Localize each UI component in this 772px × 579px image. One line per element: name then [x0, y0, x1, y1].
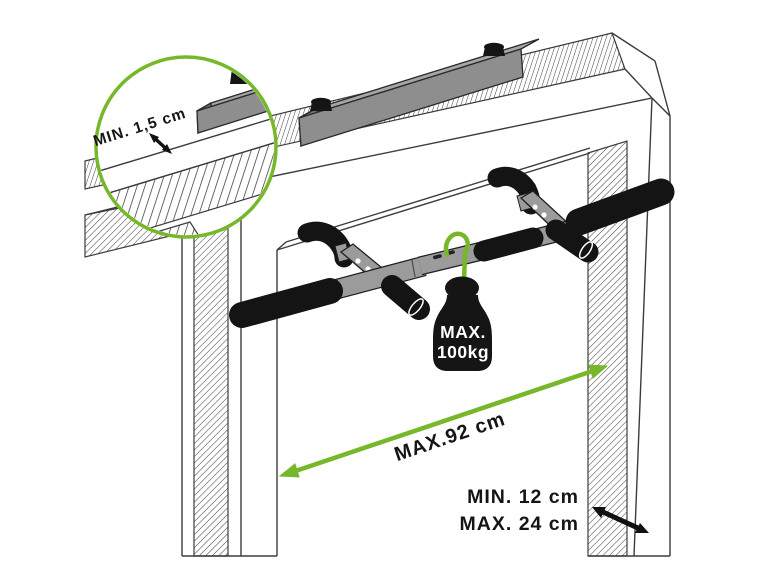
adjustment-slot-1 — [433, 254, 442, 260]
max-load-group: MAX. 100kg — [433, 231, 492, 371]
wall-depth-label-2: MAX. 24 cm — [460, 513, 579, 535]
wall-depth-label-1: MIN. 12 cm — [467, 486, 579, 508]
foam-sleeve-center — [473, 227, 544, 262]
foam-grip-right — [565, 178, 675, 236]
right-door-post — [587, 140, 670, 557]
wall-depth-dimension: MIN. 12 cm MAX. 24 cm — [460, 486, 649, 535]
bracket-peg-right — [483, 42, 505, 56]
thickness-arrow-icon — [149, 133, 172, 154]
mounting-bracket — [298, 38, 540, 148]
foam-grip-left — [229, 278, 343, 328]
width-arrow-icon — [278, 364, 609, 478]
pullup-bar — [229, 166, 675, 328]
door-width-dimension: MAX.92 cm — [278, 364, 609, 478]
front-handle-left — [381, 275, 430, 320]
s-hook-icon — [443, 231, 470, 285]
weight-icon — [433, 276, 492, 371]
max-load-label-2: 100kg — [437, 342, 489, 362]
max-load-label-1: MAX. — [440, 322, 486, 342]
front-handle-right — [545, 219, 599, 263]
depth-arrow-icon — [592, 507, 649, 533]
bracket-peg-left — [310, 97, 332, 111]
magnifier-detail: MIN. 1,5 cm — [91, 55, 278, 239]
